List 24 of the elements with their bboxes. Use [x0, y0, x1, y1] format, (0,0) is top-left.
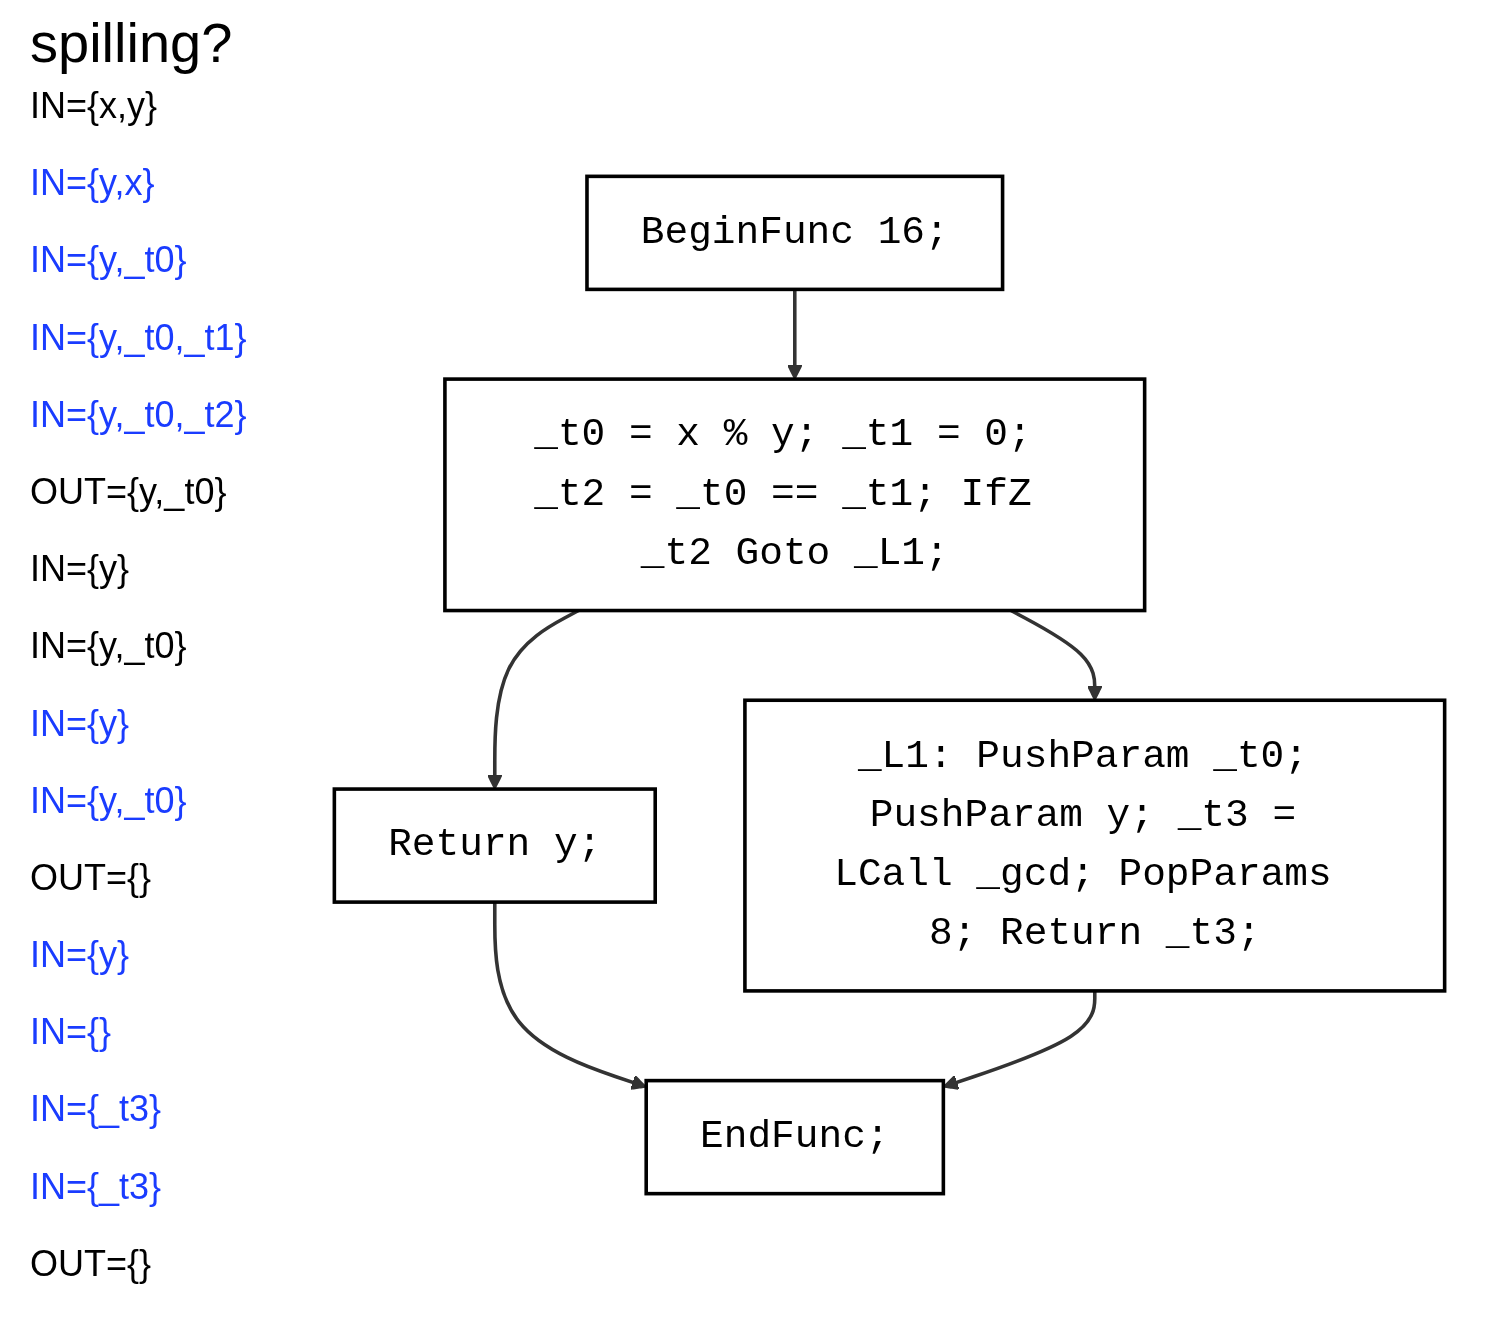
- liveness-label: OUT={}: [30, 1242, 153, 1285]
- annotation: IN={y,_t0,_t2}: [30, 393, 248, 436]
- annotation: IN={}: [30, 1011, 113, 1054]
- annotation: IN={_t3}: [30, 1088, 163, 1131]
- annotation: IN={y}: [30, 702, 131, 745]
- liveness-label: IN={y}: [30, 548, 131, 591]
- annotation: IN={y,_t0}: [30, 239, 188, 282]
- liveness-label: OUT={}: [30, 856, 153, 899]
- arrow: [942, 990, 1097, 1090]
- liveness-label: IN={x,y}: [30, 85, 159, 127]
- node-box: EndFunc;: [644, 1078, 946, 1196]
- liveness-label: OUT={y,_t0}: [30, 470, 228, 513]
- title: spilling?: [30, 10, 234, 75]
- annotation: IN={y,_t0}: [30, 779, 188, 822]
- node-box: _t0 = x % y; _t1 = 0; _t2 = _t0 == _t1; IfZ _t2 Goto _L1;: [443, 377, 1147, 613]
- annotation: IN={_t3}: [30, 1165, 163, 1208]
- annotation: IN={y}: [30, 934, 131, 977]
- arrow: [786, 289, 803, 380]
- node-box: _L1: PushParam _t0; PushParam y; _t3 = LCall _gcd; PopParams 8; Return _t3;: [743, 698, 1447, 993]
- annotation: IN={y,_t0,_t1}: [30, 316, 248, 359]
- liveness-label: IN={y,_t0}: [30, 625, 188, 668]
- node-box: Return y;: [332, 787, 657, 904]
- node-box: BeginFunc 16;: [585, 174, 1005, 292]
- annotation: IN={y,x}: [30, 162, 156, 205]
